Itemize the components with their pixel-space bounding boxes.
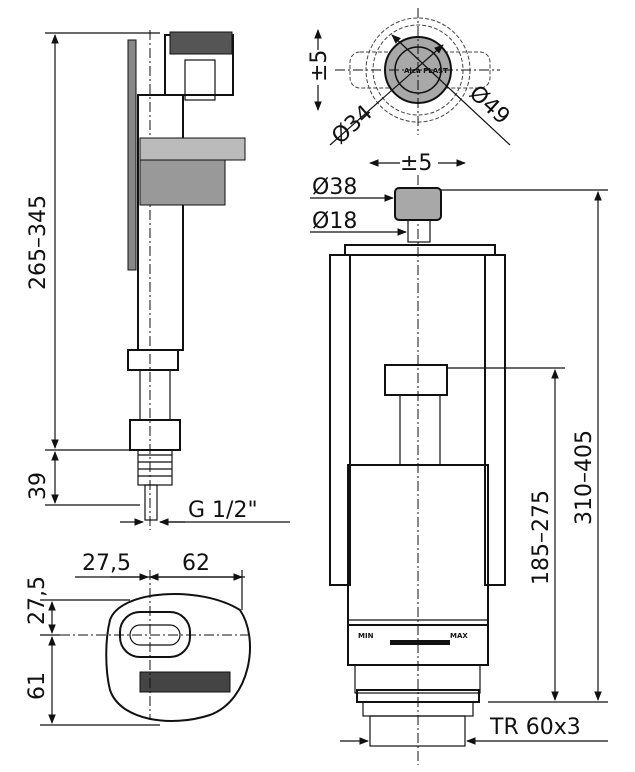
button-diameter-label: Ø38 <box>312 175 357 200</box>
fill-valve-side-view <box>127 30 246 530</box>
flush-valve-dimensions: ±5 Ø38 Ø18 185–275 310–405 TR 60x3 <box>310 148 608 745</box>
flush-valve-side-view: MIN MAX <box>329 175 506 765</box>
total-height-label: 310–405 <box>572 430 597 525</box>
fill-valve-height-label: 265–345 <box>26 195 51 290</box>
fill-valve-thread-label: G 1/2" <box>188 498 258 523</box>
rod-diameter-label: Ø18 <box>312 209 357 234</box>
inner-diameter-label: Ø34 <box>327 101 377 150</box>
button-adjust-label: ±5 <box>307 50 332 82</box>
button-top-view: Alca PLAST ±5 Ø34 Ø49 <box>305 8 514 149</box>
scale-max-label: MAX <box>450 632 468 640</box>
top-view-depth-label: 61 <box>25 672 50 700</box>
top-view-offset-b-label: 27,5 <box>25 576 50 625</box>
scale-min-label: MIN <box>358 632 374 640</box>
thread-height-label: 39 <box>26 472 51 500</box>
top-view-width-label: 62 <box>182 551 210 576</box>
fill-valve-top-view: 27,5 62 27,5 61 <box>25 551 251 726</box>
fill-valve-dimensions: 265–345 39 G 1/2" <box>26 32 290 526</box>
flush-valve-thread-label: TR 60x3 <box>489 715 581 740</box>
overflow-height-label: 185–275 <box>529 490 554 585</box>
flush-adjust-label: ±5 <box>400 151 432 176</box>
alcaplast-logo: Alca PLAST <box>404 67 448 75</box>
top-view-offset-a-label: 27,5 <box>82 551 131 576</box>
